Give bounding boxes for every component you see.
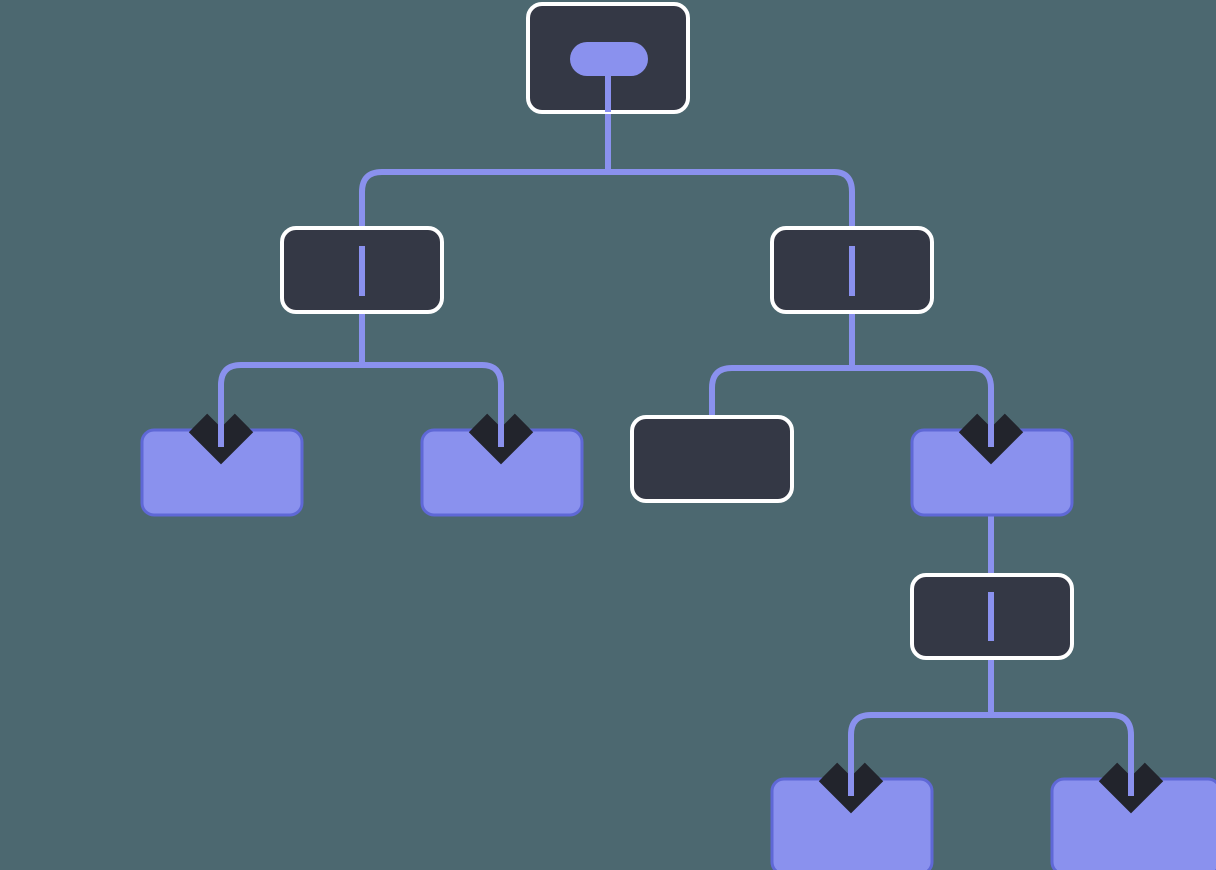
dark-leaf-node-c[interactable] [630,415,794,503]
level4-node[interactable] [910,573,1074,660]
root-node-pill-icon [570,42,648,76]
level2-left-node[interactable] [280,226,444,314]
level2-right-node[interactable] [770,226,934,314]
edge-level4-to-leaves [848,645,1134,790]
root-node[interactable] [526,2,690,114]
arrowhead-overlay-layer [188,405,1164,814]
dark-leaf-node-c-body[interactable] [630,415,794,503]
